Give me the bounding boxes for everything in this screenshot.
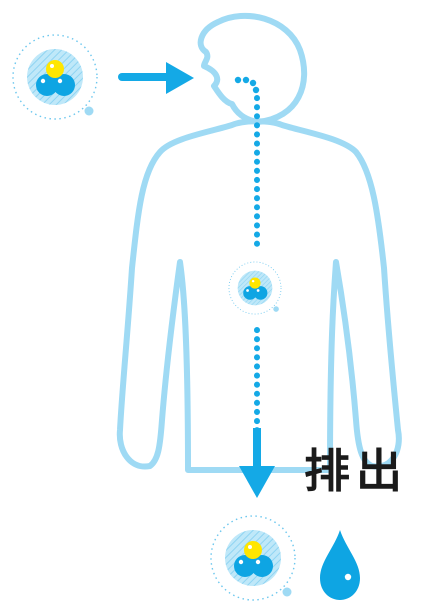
molecule-icon-body <box>228 261 282 315</box>
excretion-label: 排出 <box>304 444 408 498</box>
torso-outline <box>116 118 402 473</box>
human-body-outline <box>116 12 402 473</box>
arrow-down-icon <box>239 428 275 498</box>
molecule-icon-intake <box>12 34 98 120</box>
digestive-path-dots <box>234 76 260 94</box>
water-drop-icon <box>320 530 360 600</box>
head-outline <box>197 12 308 125</box>
water-drop-highlight <box>344 573 352 581</box>
molecule-icon-excreted <box>210 515 296 601</box>
arrow-right-icon <box>118 62 194 94</box>
